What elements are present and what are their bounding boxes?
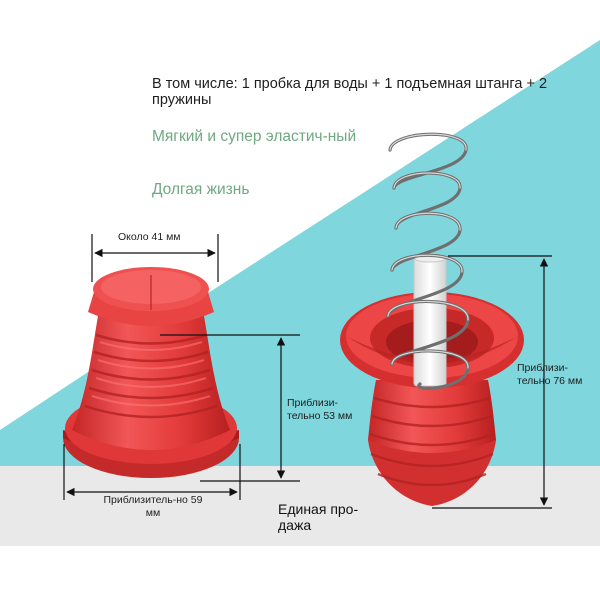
feature-soft-elastic: Мягкий и супер эластич-ный [152, 128, 357, 145]
feature-long-life: Долгая жизнь [152, 181, 250, 198]
dim-body-height-label: Приблизи-тельно 53 мм [287, 397, 353, 422]
floor-panel [0, 466, 600, 546]
spring [386, 132, 470, 390]
single-sale-note: Единая про-дажа [278, 501, 359, 533]
dim-base-diameter-label: Приблизитель-но 59 мм [103, 494, 203, 519]
lift-rod [413, 253, 447, 387]
bottom-margin [0, 546, 600, 600]
package-contents-text: В том числе: 1 пробка для воды + 1 подъе… [152, 76, 548, 108]
left-plug [63, 267, 239, 478]
dim-top-diameter-label: Около 41 мм [118, 231, 181, 243]
right-plug-bellows [368, 380, 496, 453]
dimension-lines [63, 234, 552, 509]
dim-total-height-label: Приблизи-тельно 76 мм [517, 362, 583, 387]
left-plug-bellows [72, 316, 230, 450]
